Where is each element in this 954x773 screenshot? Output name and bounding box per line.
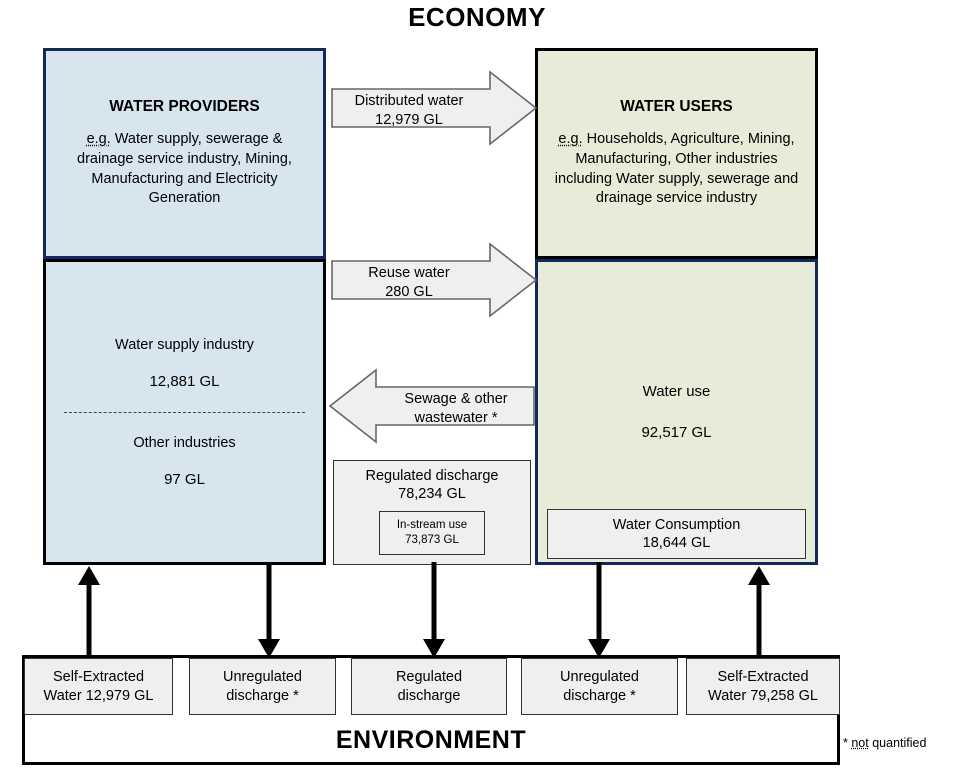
environment-cell-regulated: Regulated discharge [351, 658, 507, 715]
unregulated-discharge-users-arrow [584, 562, 614, 659]
regulated-discharge-arrow [419, 562, 449, 659]
reuse-water-arrow [330, 242, 538, 318]
distributed-water-label-text: Distributed water [354, 93, 464, 109]
environment-cell-self-extracted-users: Self-Extracted Water 79,258 GL [686, 658, 840, 715]
reuse-water-label-text: Reuse water [368, 265, 450, 281]
distributed-water-value: 12,979 GL [375, 111, 443, 128]
environment-cell-self-extracted-providers: Self-Extracted Water 12,979 GL [24, 658, 173, 715]
env-cell-line2: discharge * [226, 687, 299, 704]
env-cell-line1: Unregulated [223, 668, 302, 685]
sewage-wastewater-label-line1: Sewage & other [404, 391, 508, 407]
distributed-water-label: Distributed water 12,979 GL [334, 92, 484, 130]
water-providers-box: WATER PROVIDERS e.g. Water supply, sewer… [43, 48, 326, 259]
water-supply-industry-label: Water supply industry [115, 336, 254, 353]
in-stream-use-value: 73,873 GL [405, 534, 459, 547]
regulated-discharge-label: Regulated discharge 78,234 GL [365, 467, 498, 503]
water-supply-industry-box: Water supply industry 12,881 GL Other in… [43, 259, 326, 565]
water-use-label: Water use [642, 383, 711, 400]
environment-cell-unregulated-users: Unregulated discharge * [521, 658, 678, 715]
regulated-discharge-box: Regulated discharge 78,234 GL In-stream … [333, 460, 531, 565]
env-cell-line2: Water 79,258 GL [708, 687, 818, 704]
water-use-value: 92,517 GL [641, 424, 712, 441]
self-extracted-water-users-arrow [744, 565, 774, 660]
sewage-wastewater-arrow [328, 368, 536, 444]
water-consumption-box: Water Consumption 18,644 GL [547, 509, 806, 559]
other-industries-value: 97 GL [164, 470, 205, 488]
env-cell-line1: Unregulated [560, 668, 639, 685]
water-providers-description: e.g. Water supply, sewerage & drainage s… [77, 131, 292, 207]
distributed-water-arrow [330, 70, 538, 146]
sewage-wastewater-label-line2: wastewater * [414, 409, 498, 426]
reuse-water-label: Reuse water 280 GL [334, 264, 484, 302]
reuse-water-value: 280 GL [385, 283, 433, 300]
env-cell-line1: Regulated [395, 668, 463, 685]
env-cell-line2: discharge [397, 687, 461, 704]
in-stream-use-box: In-stream use 73,873 GL [379, 511, 485, 556]
water-consumption-value: 18,644 GL [642, 535, 711, 551]
unregulated-discharge-providers-arrow [254, 562, 284, 659]
regulated-discharge-label-text: Regulated discharge [365, 468, 499, 484]
water-users-box: WATER USERS e.g. Households, Agriculture… [535, 48, 818, 259]
other-industries-label: Other industries [133, 434, 236, 451]
sewage-wastewater-label: Sewage & other wastewater * [381, 390, 531, 428]
self-extracted-water-providers-arrow [74, 565, 104, 660]
environment-cell-unregulated-providers: Unregulated discharge * [189, 658, 336, 715]
economy-title: ECONOMY [408, 2, 546, 32]
water-users-title: WATER USERS [620, 98, 733, 116]
env-cell-line1: Self-Extracted [52, 668, 145, 685]
env-cell-line1: Self-Extracted [717, 668, 809, 685]
footnote: * not quantified [843, 736, 927, 750]
water-consumption-label: Water Consumption [612, 516, 741, 533]
env-cell-line2: discharge * [563, 687, 636, 704]
environment-title: ENVIRONMENT [335, 726, 527, 754]
water-users-description: e.g. Households, Agriculture, Mining, Ma… [554, 131, 799, 207]
supply-divider [64, 411, 305, 413]
env-cell-line2: Water 12,979 GL [43, 687, 154, 704]
water-providers-title: WATER PROVIDERS [109, 98, 260, 116]
water-supply-industry-value: 12,881 GL [149, 372, 220, 390]
regulated-discharge-value: 78,234 GL [398, 486, 466, 503]
in-stream-use-label: In-stream use [396, 518, 468, 531]
